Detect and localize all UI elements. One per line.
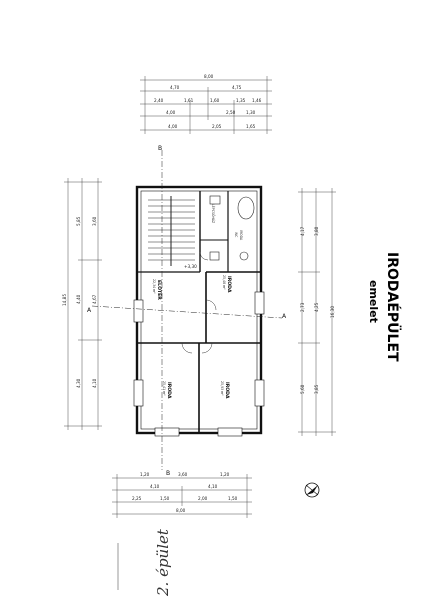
bottom-row1-b: 3,60 [178,472,188,477]
handwritten-signature: 2. épület [154,528,172,597]
north-arrow-icon [304,482,320,498]
top-row2-d: 1,35 [236,98,246,103]
room-iroda-bottom-left-area: 25,41 m² [162,381,166,396]
stairs [148,196,195,266]
room-wc: WC [234,232,238,238]
right-part-b: 2,73 [300,302,305,312]
room-iroda-top-area: 25,48 m² [222,275,226,290]
left-part-c: 4,10 [92,378,97,388]
bottom-row3-c: 2,00 [198,496,208,501]
top-row1-a: 4,70 [170,85,180,90]
bottom-row2-a: 4,10 [150,484,160,489]
top-row4-c: 1,65 [246,124,256,129]
right-total-dim: 16,30 [330,306,335,318]
wc-fixtures [209,195,255,261]
room-iroda-bottom-left: IRODA [166,382,172,399]
left-part-b: 4,67 [92,294,97,304]
bottom-row1-a: 1,20 [140,472,150,477]
right-outer-b: 4,25 [314,302,319,312]
bottom-row2-b: 4,10 [208,484,218,489]
right-part-a: 4,17 [300,226,305,236]
section-mark-a-right: A [282,313,287,320]
room-iroda-top: IRODA [226,276,232,293]
top-row3-b: 2,50 [226,110,236,115]
top-dimensions [140,76,272,134]
section-mark-b-top: B [158,145,162,152]
bottom-row3-d: 1,50 [228,496,238,501]
level-mark: +3,30 [184,264,197,269]
bottom-total-dim: 8,00 [176,508,186,513]
door-swings [181,251,217,354]
top-row3-c: 1,30 [246,110,256,115]
left-dimensions [64,178,102,430]
section-mark-a-left: A [87,307,92,314]
top-row1-b: 4,75 [232,85,242,90]
right-part-c: 5,60 [300,384,305,394]
left-outer-b: 4,40 [76,294,81,304]
drawing-subtitle: emelet [367,280,380,323]
room-eloter: ELŐTÉR [156,280,164,300]
top-row2-e: 1,46 [252,98,262,103]
bottom-row3-b: 1,50 [160,496,170,501]
right-outer-c: 3,85 [314,384,319,394]
right-outer-a: 3,80 [314,226,319,236]
room-lepcsohaz: LÉPCSŐHÁZ [211,204,216,224]
bottom-row1-c: 1,20 [220,472,230,477]
left-part-a: 3,60 [92,216,97,226]
left-total-dim: 14,85 [62,294,67,306]
room-iroda-small: IRODA [239,230,243,241]
bottom-row3-a: 2,25 [132,496,142,501]
top-row4-b: 2,05 [212,124,222,129]
top-row3-a: 4,00 [166,110,176,115]
top-row2-c: 1,60 [210,98,220,103]
top-row4-a: 4,00 [168,124,178,129]
left-outer-c: 4,30 [76,378,81,388]
section-line-a: A A [87,305,287,320]
windows [133,291,265,437]
section-mark-b-bottom: B [166,470,170,477]
top-row2-a: 2,40 [154,98,164,103]
left-outer-a: 5,85 [76,216,81,226]
bottom-dimensions [112,474,252,518]
right-dimensions [298,188,336,436]
svg-text:2. épület: 2. épület [154,528,172,597]
section-line-b: B B [158,145,170,477]
room-iroda-bottom-right: IRODA [224,382,230,399]
top-row2-b: 1,61 [184,98,194,103]
top-total-dim: 8,00 [204,74,214,79]
room-eloter-area: 22,34 m² [152,279,156,294]
room-iroda-bottom-right-area: 25,93 m² [220,381,224,396]
drawing-title: IRODAÉPÜLET [384,252,402,362]
